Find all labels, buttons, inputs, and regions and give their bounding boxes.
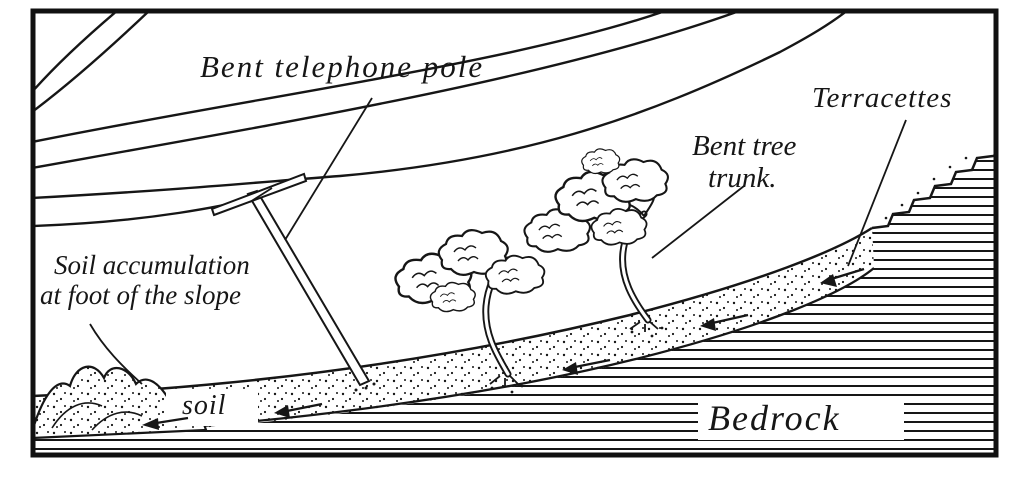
label-leader-lines	[89, 97, 907, 385]
downslope-arrow	[142, 416, 189, 430]
label-bent-tree-trunk-line1: Bent tree	[692, 130, 797, 162]
label-soil-accumulation-line2: at foot of the slope	[40, 280, 241, 311]
pole-label-leader	[284, 97, 373, 241]
label-bent-telephone-pole: Bent telephone pole	[200, 49, 485, 84]
downslope-arrow	[700, 313, 749, 331]
label-bent-tree-trunk-line2: trunk.	[708, 162, 777, 195]
diagram-border	[30, 8, 999, 458]
terracettes-label-leader	[847, 119, 907, 267]
label-bent-tree-trunk: Bent tree trunk.	[692, 130, 796, 195]
label-soil-accumulation-line1: Soil accumulation	[54, 250, 250, 280]
bedrock-word-backing	[698, 396, 904, 440]
downslope-arrow	[562, 358, 611, 375]
tree-label-leader	[651, 185, 745, 259]
soil-accumulation-label-leader	[89, 323, 143, 385]
pole-crossarm	[210, 172, 308, 217]
terracettes-steps	[871, 154, 994, 230]
downslope-arrow	[274, 402, 323, 418]
downslope-arrows	[142, 267, 865, 430]
label-soil-accumulation: Soil accumulation at foot of the slope	[40, 250, 250, 310]
downslope-arrow	[820, 267, 865, 287]
left-tree	[394, 229, 546, 394]
label-soil: soil	[182, 390, 227, 421]
telephone-pole	[210, 172, 376, 392]
right-tree	[523, 148, 669, 338]
label-terracettes: Terracettes	[812, 82, 953, 114]
label-bedrock: Bedrock	[708, 398, 841, 438]
